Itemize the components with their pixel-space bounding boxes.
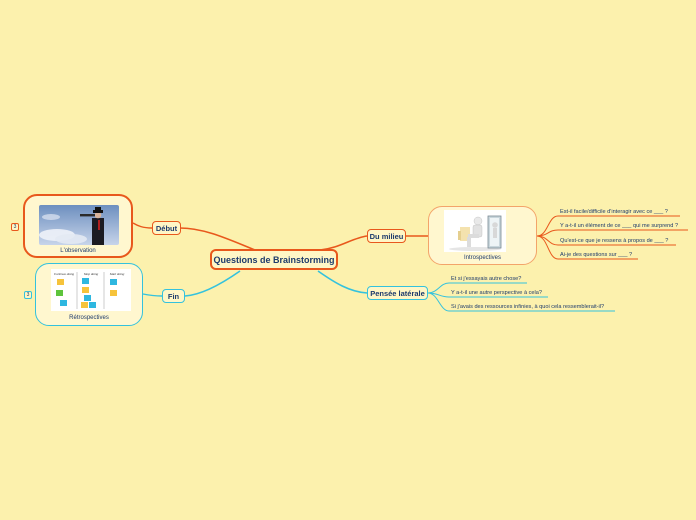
topic-pensee-laterale[interactable]: Pensée latérale	[367, 286, 428, 300]
retrospective-board-image: Continue doing Stop doing Start doing	[51, 269, 131, 311]
leaf-milieu-1[interactable]: Est-il facile/difficile d'interagir avec…	[560, 209, 668, 215]
leaf-milieu-4[interactable]: Ai-je des questions sur ___ ?	[560, 252, 633, 258]
collapsed-count-badge[interactable]: 3	[11, 223, 19, 231]
leaf-laterale-3[interactable]: Si j'avais des ressources infinies, à qu…	[451, 304, 605, 310]
leaf-milieu-2[interactable]: Y a-t-il un élément de ce ___ qui me sur…	[560, 223, 679, 229]
connector-debut-image	[132, 222, 153, 229]
image-topic-observation[interactable]: L'observation	[23, 194, 133, 258]
board-column-start: Start doing	[110, 272, 125, 276]
topic-debut[interactable]: Début	[152, 221, 181, 235]
introspection-image	[444, 210, 506, 252]
central-topic[interactable]: Questions de Brainstorming	[210, 249, 338, 270]
connector-debut	[179, 227, 256, 251]
introspectives-caption: Introspectives	[463, 255, 502, 261]
observation-image	[39, 205, 119, 245]
observation-caption: L'observation	[60, 248, 96, 254]
board-column-continue: Continue doing	[54, 272, 75, 276]
connector-laterale	[317, 270, 368, 294]
topic-du-milieu[interactable]: Du milieu	[367, 229, 406, 243]
connector-fin-image	[142, 293, 163, 297]
connector-fin	[184, 270, 241, 297]
image-topic-retrospectives[interactable]: Continue doing Stop doing Start doing Ré…	[35, 263, 143, 326]
board-column-stop: Stop doing	[84, 272, 99, 276]
topic-fin[interactable]: Fin	[162, 289, 185, 303]
collapsed-count-badge[interactable]: 3	[24, 291, 32, 299]
connector-milieu	[319, 235, 368, 251]
image-topic-introspectives[interactable]: Introspectives	[428, 206, 537, 265]
leaf-laterale-1[interactable]: Et si j'essayais autre chose?	[451, 276, 522, 282]
leaf-laterale-2[interactable]: Y a-t-il une autre perspective à cela?	[451, 290, 543, 296]
retrospectives-caption: Rétrospectives	[69, 315, 109, 321]
leaf-milieu-3[interactable]: Qu'est-ce que je ressens à propos de ___…	[560, 238, 669, 244]
